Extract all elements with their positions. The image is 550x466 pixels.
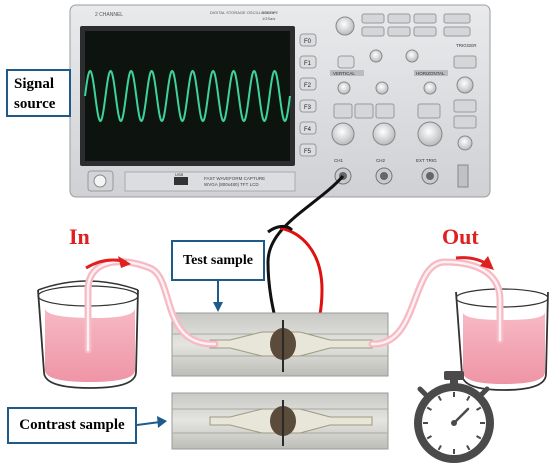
probe-wire-junction — [267, 224, 294, 234]
osc-bandwidth-text: 60MHz — [262, 10, 275, 15]
run-stop-button[interactable] — [443, 26, 471, 37]
f1-label: F1 — [304, 61, 312, 67]
f0-label: F0 — [304, 39, 312, 45]
stopwatch-tick — [476, 435, 482, 440]
contrast-sample-label: Contrast sample — [7, 407, 137, 444]
auto-set-button[interactable] — [443, 13, 471, 24]
force-button[interactable] — [453, 115, 477, 129]
f0-button[interactable] — [299, 33, 317, 47]
osc-samplerate-text: 1GSa/s — [262, 16, 275, 21]
signal-source-line1: Signal — [14, 76, 55, 92]
test-sample-label: Test sample — [171, 240, 265, 281]
ch2-volts-div-knob[interactable] — [372, 122, 396, 146]
menu-button[interactable] — [361, 26, 385, 37]
f2-side-button[interactable] — [337, 55, 355, 69]
multipurpose-knob[interactable] — [369, 49, 383, 63]
sec-div-knob[interactable] — [417, 121, 443, 147]
trigger-knob[interactable] — [457, 135, 473, 151]
ext-trig-label: EXT TRIG — [416, 158, 437, 163]
stopwatch-tick — [466, 395, 471, 401]
set-50-button[interactable] — [453, 99, 477, 113]
ch1-volts-div-knob[interactable] — [331, 122, 355, 146]
stopwatch-tick — [437, 395, 442, 401]
oscilloscope: 2 CHANNEL DIGITAL STORAGE OSCILLOSCOPE 6… — [69, 4, 491, 198]
outflow-arrowhead — [480, 256, 494, 270]
usb-label: USB — [175, 172, 184, 177]
capture-text-2: WVGA (800x480) TFT LCD — [204, 182, 259, 187]
menu-button[interactable] — [387, 26, 411, 37]
osc-screen — [80, 26, 295, 166]
multipurpose-knob[interactable] — [405, 49, 419, 63]
f2-label: F2 — [304, 83, 312, 89]
menu-button[interactable] — [387, 13, 411, 24]
outflow-label: Out — [442, 224, 479, 249]
power-button[interactable] — [93, 174, 107, 188]
f3-label: F3 — [304, 105, 312, 111]
position-knob[interactable] — [337, 81, 351, 95]
intensity-knob[interactable] — [335, 16, 355, 36]
inflow-label: In — [69, 224, 90, 249]
ch2-menu-button[interactable] — [375, 103, 395, 119]
vertical-section-label: VERTICAL — [333, 71, 355, 76]
trigger-section-label: TRIGGER — [456, 43, 477, 48]
f4-button[interactable] — [299, 121, 317, 135]
horizontal-section-label: HORIZONTAL — [416, 71, 445, 76]
ch2-input-label: CH2 — [376, 158, 385, 163]
osc-model-text: DIGITAL STORAGE OSCILLOSCOPE — [210, 10, 278, 15]
probe-comp-terminal — [457, 164, 469, 188]
osc-brand-text: 2 CHANNEL — [95, 12, 123, 18]
ch1-input-label: CH1 — [334, 158, 343, 163]
sine-waveform — [84, 69, 291, 123]
menu-button[interactable] — [413, 13, 437, 24]
inflow-arrowhead — [118, 256, 131, 268]
menu-button-cluster — [361, 13, 471, 37]
ext-trig-bnc-input[interactable] — [426, 172, 434, 180]
f5-button[interactable] — [299, 143, 317, 157]
menu-button[interactable] — [361, 13, 385, 24]
stopwatch-tick — [426, 435, 432, 440]
contrast-sample-chip — [171, 392, 389, 450]
ch2-bnc-input[interactable] — [380, 172, 388, 180]
usb-port[interactable] — [174, 177, 188, 185]
f2-button[interactable] — [299, 77, 317, 91]
stopwatch-tick — [466, 445, 471, 451]
stopwatch-tick — [437, 445, 442, 451]
f3-button[interactable] — [299, 99, 317, 113]
math-button[interactable] — [354, 103, 374, 119]
signal-source-line2: source — [14, 96, 56, 112]
function-keys: F0 F1 F2 F3 F4 F5 — [299, 33, 317, 157]
f1-button[interactable] — [299, 55, 317, 69]
ch1-menu-button[interactable] — [333, 103, 353, 119]
stopwatch-tick — [426, 406, 432, 411]
stopwatch-icon — [414, 371, 494, 463]
signal-source-label: Signal source — [6, 69, 71, 117]
stopwatch-tick — [476, 406, 482, 411]
f4-label: F4 — [304, 127, 312, 133]
horizontal-menu-button[interactable] — [417, 103, 441, 119]
position-knob[interactable] — [375, 81, 389, 95]
contrast-sample-pointer — [136, 421, 161, 426]
menu-button[interactable] — [413, 26, 437, 37]
capture-text-1: FAST WAVEFORM CAPTURE — [204, 176, 265, 181]
f5-label: F5 — [304, 149, 312, 155]
horizontal-position-knob[interactable] — [423, 81, 437, 95]
trigger-menu-button[interactable] — [453, 55, 477, 69]
trigger-level-knob[interactable] — [456, 76, 474, 94]
